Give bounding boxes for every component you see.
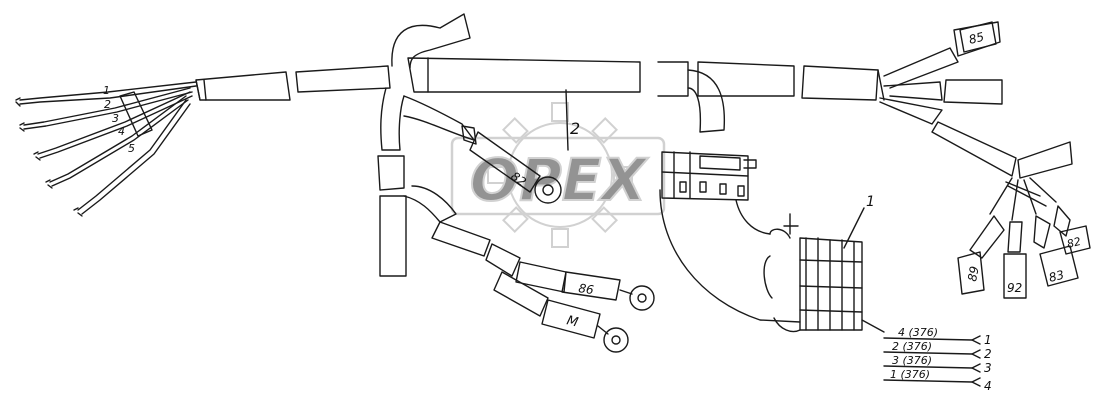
conn-wire-1: 4 (376): [898, 326, 938, 339]
tag-85: [959, 21, 997, 53]
tag-89: [957, 251, 985, 295]
conn-pin-2: 2: [984, 347, 992, 361]
watermark-text: OPEX: [470, 146, 649, 214]
left-wire-label-5: 5: [128, 142, 135, 155]
conn-wire-4: 1 (376): [890, 368, 930, 381]
connector-table: 4 (376) 2 (376) 3 (376) 1 (376) 1 2 3 4: [890, 326, 992, 393]
tag-M-label: M: [565, 313, 580, 330]
left-wire-fan: [15, 81, 197, 217]
left-down-branch: [377, 87, 567, 317]
callout-2: 2: [570, 119, 580, 138]
tag-83-label: 83: [1047, 268, 1065, 285]
tag-83: [1039, 245, 1079, 287]
conn-wire-2: 2 (376): [892, 340, 932, 353]
tag-82-right-label: 82: [1066, 235, 1083, 251]
small-connector: [661, 151, 771, 235]
tag-92: [1003, 253, 1027, 299]
conn-pin-1: 1: [984, 333, 992, 347]
tag-86: [561, 271, 655, 311]
large-connector: [659, 189, 863, 333]
callout-1: 1: [866, 194, 875, 210]
conn-pin-4: 4: [984, 379, 992, 393]
left-wire-label-2: 2: [104, 98, 111, 111]
center-branch: [403, 95, 562, 204]
watermark-logo: OPEX: [450, 102, 666, 248]
left-wire-label-4: 4: [118, 125, 125, 138]
callout-1-leader: [843, 207, 865, 249]
connector-table-leader: [861, 319, 885, 333]
tag-M: [541, 299, 629, 353]
tag-86-label: 86: [578, 281, 595, 297]
main-trunk: [195, 13, 885, 133]
left-wire-label-1: 1: [103, 84, 110, 97]
conn-wire-3: 3 (376): [892, 354, 932, 367]
tag-85-label: 85: [967, 30, 985, 47]
connector-table-lines: [883, 335, 981, 387]
tag-89-label: 89: [965, 265, 981, 282]
tag-92-label: 92: [1007, 281, 1022, 295]
right-top-branches: [879, 21, 1073, 259]
left-wire-label-3: 3: [112, 112, 119, 125]
tag-82-right: [1059, 225, 1091, 255]
callout-2-leader: [565, 89, 569, 151]
conn-pin-3: 3: [984, 361, 992, 375]
